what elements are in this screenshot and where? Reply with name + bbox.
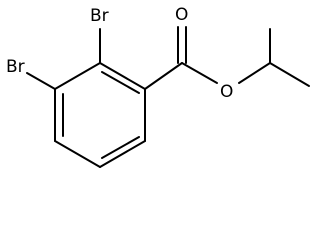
atom-label-br-left: Br (6, 57, 25, 77)
bond-isopropyl-right (269, 62, 310, 87)
bond-c3-br (26, 72, 56, 90)
molecule-diagram: Br Br O O (6, 5, 310, 168)
ring-bond-4 (54, 140, 101, 168)
atom-label-carbonyl-oxygen: O (175, 5, 188, 25)
atom-label-ester-oxygen: O (220, 82, 233, 102)
ring-bond-1 (99, 62, 146, 90)
ring-bond-1-inner (101, 71, 140, 94)
bond-ring-carbonyl-carbon (144, 62, 183, 90)
bond-carbon-ester-oxygen (181, 62, 218, 84)
bond-ester-oxygen-ch (238, 62, 271, 84)
benzene-ring (54, 62, 146, 168)
structure-canvas: Br Br O O (6, 5, 310, 168)
ring-bond-3-inner (101, 136, 140, 159)
ring-bond-3 (99, 140, 146, 168)
ring-bond-6 (54, 62, 101, 90)
atom-label-br-top: Br (90, 6, 109, 26)
